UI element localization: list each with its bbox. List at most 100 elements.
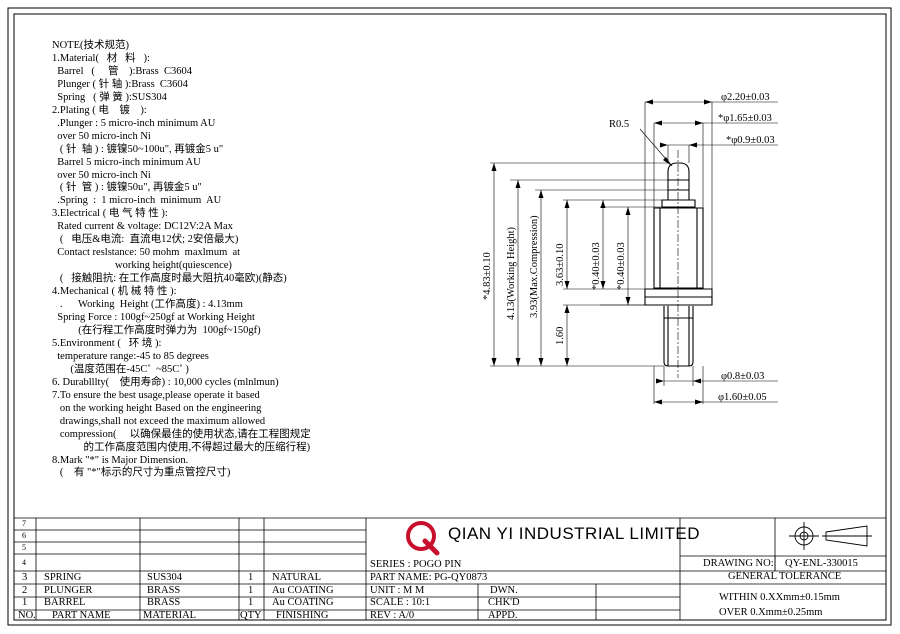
title-block-grid [14,517,886,620]
part-no-2: 2 [22,585,28,596]
barrel-flange [644,288,713,306]
dim-diameter-0-8: φ0.8±0.03 [721,371,764,382]
note-line: compression( 以确保最佳的使用状态,请在工程图规定 [52,428,311,440]
part-qty-1: 1 [248,597,254,608]
part-finish-1: Au COATING [272,597,334,608]
header-part-name: PART NAME [52,610,111,621]
part-finish-2: Au COATING [272,585,334,596]
note-line: 3.Electrical ( 电 气 特 性 ): [52,208,168,220]
barrel-body [653,207,704,289]
note-line: Rated current & voltage: DC12V:2A Max [52,221,233,233]
dim-max-compression: 3.93(Max.Compression) [529,215,540,318]
header-finishing: FINISHING [276,610,329,621]
chkd-label: CHK'D [488,597,520,608]
revision: REV : A/0 [370,610,415,621]
dim-diameter-1-60: φ1.60±0.05 [718,392,767,403]
note-line: 的工作高度范围内使用,不得超过最大的压缩行程) [52,441,311,453]
row-number-5: 5 [22,543,26,552]
dim-diameter-2-20: φ2.20±0.03 [721,92,770,103]
appd-label: APPD. [488,610,518,621]
note-line: drawings,shall not exceed the maximum al… [52,415,266,427]
general-tolerance: GENERAL TOLERANCE [728,571,842,582]
dim-radius-0-5: R0.5 [609,119,629,130]
note-line: (温度范围在-45C˚ ~85C˚ ) [52,363,189,375]
part-qty-2: 1 [248,585,254,596]
note-line: 4.Mechanical ( 机 械 特 性 ): [52,286,177,298]
series: SERIES : POGO PIN [370,559,462,570]
part-name-1: BARREL [44,597,86,608]
header-qty: QTY [240,610,262,621]
row-number-6: 6 [22,531,26,540]
note-line: over 50 micro-inch Ni [52,130,151,142]
part-material-3: SUS304 [147,572,183,583]
row-number-7: 7 [22,519,26,528]
outer-border [7,7,892,626]
dimension-lines [490,101,778,404]
note-line: Barrel ( 管 ):Brass C3604 [52,65,192,77]
dim-height-0-40-a: *0.40±0.03 [591,242,602,290]
note-line: 6. Durablllty( 使用寿命) : 10,000 cycles (ml… [52,376,279,388]
company-logo-icon [406,521,440,556]
note-line: .Spring : 1 micro-inch minimum AU [52,195,222,207]
part-material-1: BRASS [147,597,181,608]
note-line: 5.Environment ( 环 境 ): [52,337,162,349]
note-line: ( 有 "*"标示的尺寸为重点管控尺寸) [52,467,231,479]
plunger-tip [667,162,690,200]
note-line: working height(quiescence) [52,260,232,272]
note-line: NOTE(技术规范) [52,40,129,51]
dim-height-4-83: *4.83±0.10 [482,252,493,300]
note-line: ( 电压&电流: 直流电12伏; 2安倍最大) [52,234,239,246]
scale: SCALE : 10:1 [370,597,431,608]
note-line: Spring Force : 100gf~250gf at Working He… [52,312,255,324]
inner-border [13,13,887,621]
note-line: Contact reslstance: 50 mohm maxlmum at [52,247,241,259]
dim-working-height: 4.13(Working Height) [506,226,517,320]
part-no-3: 3 [22,572,28,583]
row-number-4: 4 [22,558,26,567]
dimension-arrows [491,99,712,405]
part-qty-3: 1 [248,572,254,583]
header-material: MATERIAL [143,610,197,621]
dwn-label: DWN. [490,585,518,596]
note-line: 8.Mark "*" is Major Dimension. [52,454,189,466]
drawing-no: QY-ENL-330015 [785,558,858,569]
note-line: Barrel 5 micro-inch minimum AU [52,156,201,168]
note-line: (在行程工作高度时弹力为 100gf~150gf) [52,324,261,336]
note-line: 7.To ensure the best usage,please operat… [52,389,260,401]
note-line: Spring ( 弹 簧 ):SUS304 [52,91,167,103]
dim-height-1-60: 1.60 [555,327,566,345]
part-name-3: SPRING [44,572,82,583]
barrel-tail [663,306,694,367]
tolerance-within: WITHIN 0.XXmm±0.15mm [719,592,840,603]
part-no-1: 1 [22,597,28,608]
dim-diameter-1-65: *φ1.65±0.03 [718,113,772,124]
note-line: on the working height Based on the engin… [52,402,262,414]
header-no: NO. [18,610,36,621]
note-line: 2.Plating ( 电 镀 ): [52,104,147,116]
note-line: over 50 micro-inch Ni [52,169,151,181]
unit: UNIT : M M [370,585,425,596]
pogo-pin-drawing [644,162,713,367]
dim-height-3-63: 3.63±0.10 [555,243,566,286]
drawing-no-label: DRAWING NO: [703,558,774,569]
note-line: ( 针 管 ) : 镀镍50u", 再镀金5 u" [52,182,202,194]
note-line: Plunger ( 针 轴 ):Brass C3604 [52,78,188,90]
part-material-2: BRASS [147,585,181,596]
dim-height-0-40-b: *0.40±0.03 [616,242,627,290]
dim-diameter-0-9: *φ0.9±0.03 [726,135,775,146]
company-name: QIAN YI INDUSTRIAL LIMITED [448,524,700,543]
note-line: . Working Height (工作高度) : 4.13mm [52,299,243,311]
note-line: ( 接触阻抗: 在工作高度时最大阻抗40毫欧)(静态) [52,273,287,285]
tolerance-over: OVER 0.Xmm±0.25mm [719,607,823,618]
note-line: temperature range:-45 to 85 degrees [52,350,209,362]
note-line: 1.Material( 材 料 ): [52,52,150,64]
first-angle-projection-icon [789,522,872,550]
technical-notes: NOTE(技术规范)1.Material( 材 料 ): Barrel ( 管 … [52,40,352,480]
note-line: ( 针 轴 ) : 镀镍50~100u", 再镀金5 u" [52,143,224,155]
part-finish-3: NATURAL [272,572,321,583]
part-name-2: PLUNGER [44,585,93,596]
note-line: .Plunger : 5 micro-inch minimum AU [52,117,216,129]
part-name-code: PART NAME: PG-QY0873 [370,572,488,583]
barrel-top-shoulder [661,199,696,208]
